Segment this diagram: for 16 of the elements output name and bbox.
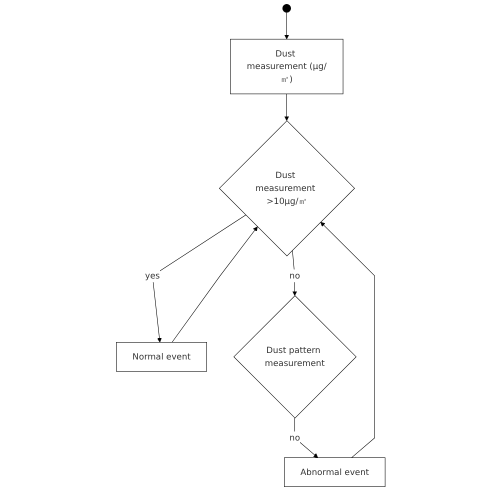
arrow xyxy=(320,222,376,458)
arrow xyxy=(172,226,258,343)
node-box: Dust measurement (μg/㎥) xyxy=(230,38,344,94)
arrow xyxy=(284,94,290,121)
node-box: Abnormal event xyxy=(284,457,386,487)
arrow xyxy=(284,12,290,40)
edge-label: no xyxy=(290,432,300,443)
arrow xyxy=(292,250,298,296)
arrow xyxy=(152,214,246,343)
edge-label: yes xyxy=(145,270,160,281)
node-diamond: Dust measurement >10μg/㎥ xyxy=(219,120,356,256)
edge-label: no xyxy=(290,270,300,281)
node-circle xyxy=(282,4,292,13)
arrow xyxy=(294,418,318,458)
node-diamond: Dust pattern measurement xyxy=(234,295,357,418)
node-box: Normal event xyxy=(116,342,208,372)
